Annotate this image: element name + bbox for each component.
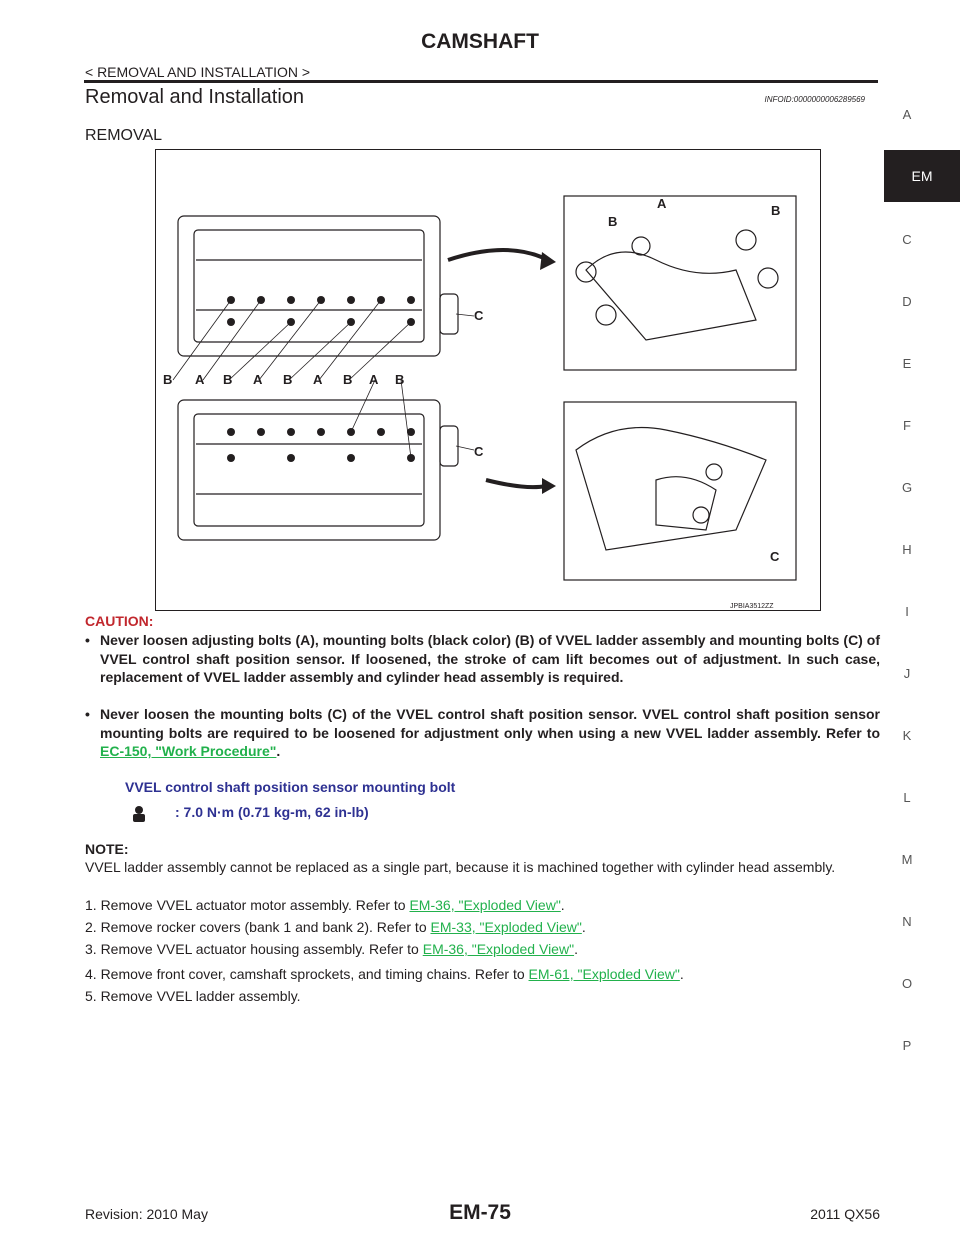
callout-label: A	[195, 372, 205, 387]
step-text: 1. Remove VVEL actuator motor assembly. …	[85, 897, 410, 913]
step-5: 5. Remove VVEL ladder assembly.	[85, 988, 301, 1004]
caution-label: CAUTION:	[85, 613, 154, 629]
step-text: 5. Remove VVEL ladder assembly.	[85, 988, 301, 1004]
arrow-upper	[447, 248, 549, 262]
callout-label: B	[395, 372, 405, 387]
side-tab-letter[interactable]: M	[901, 852, 913, 867]
step-text: 3. Remove VVEL actuator housing assembly…	[85, 941, 423, 957]
callout-label: B	[163, 372, 173, 387]
torque-spec-label: VVEL control shaft position sensor mount…	[125, 779, 456, 795]
figure-illustration	[172, 195, 797, 581]
callout-label: A	[369, 372, 379, 387]
note-text: VVEL ladder assembly cannot be replaced …	[85, 859, 836, 875]
torque-wrench-icon	[128, 803, 150, 825]
inset-label-b: B	[771, 203, 781, 218]
header-rule	[84, 80, 878, 83]
bullet-dot: •	[85, 706, 90, 722]
side-tab-letter[interactable]: P	[902, 1038, 912, 1053]
link-ec-150[interactable]: EC-150, "Work Procedure"	[100, 743, 277, 759]
side-tab-letter[interactable]: D	[902, 294, 912, 309]
step-end: .	[574, 941, 578, 957]
caution-bullet-2-text: Never loosen the mounting bolts (C) of t…	[100, 705, 880, 761]
side-tab-letter[interactable]: H	[902, 542, 912, 557]
step-end: .	[679, 966, 684, 982]
step-link[interactable]: EM-33, "Exploded View"	[430, 919, 582, 935]
step-3: 3. Remove VVEL actuator housing assembly…	[85, 941, 578, 957]
subheading-removal: REMOVAL	[85, 127, 163, 144]
callout-label: B	[343, 372, 353, 387]
camshaft-figure	[155, 149, 821, 611]
side-tab-letter[interactable]: A	[902, 107, 912, 122]
caution-bullet-2: • Never loosen the mounting bolts (C) of…	[85, 705, 880, 761]
side-tab-letter[interactable]: G	[901, 480, 913, 495]
caution-bullet-1: • Never loosen adjusting bolts (A), moun…	[85, 631, 880, 687]
callout-label: A	[253, 372, 263, 387]
step-1: 1. Remove VVEL actuator motor assembly. …	[85, 897, 565, 913]
inset-label-b: B	[608, 214, 618, 229]
torque-spec-value: : 7.0 N·m (0.71 kg-m, 62 in-lb)	[175, 804, 369, 820]
step-link[interactable]: EM-36, "Exploded View"	[422, 941, 575, 957]
side-tab-letter[interactable]: L	[903, 790, 911, 805]
step-end: .	[560, 897, 565, 913]
side-tab-active[interactable]: EM	[884, 150, 960, 202]
footer-page-number: EM-75	[449, 1201, 511, 1224]
step-link[interactable]: EM-61, "Exploded View"	[528, 966, 680, 982]
callout-label: B	[283, 372, 293, 387]
figure-code: JPBIA3512ZZ	[730, 603, 774, 610]
note-label: NOTE:	[85, 841, 129, 857]
caution-bullet-1-text: Never loosen adjusting bolts (A), mounti…	[100, 632, 880, 685]
callout-label: A	[313, 372, 323, 387]
footer-model: 2011 QX56	[810, 1206, 880, 1222]
callout-label-c-lower: C	[474, 444, 484, 459]
step-4: 4. Remove front cover, camshaft sprocket…	[85, 966, 684, 982]
side-tab-letter[interactable]: I	[905, 604, 909, 619]
step-text: 4. Remove front cover, camshaft sprocket…	[85, 966, 529, 982]
step-text: 2. Remove rocker covers (bank 1 and bank…	[85, 919, 431, 935]
inset-label-c: C	[770, 549, 780, 564]
side-tab-letter[interactable]: K	[902, 728, 912, 743]
caution-bullet-2-end: .	[276, 743, 281, 759]
step-end: .	[581, 919, 586, 935]
info-id: INFOID:0000000006289569	[764, 95, 865, 104]
side-tab-letter[interactable]: J	[903, 666, 911, 681]
upper-head-outline	[177, 215, 441, 357]
upper-inset-frame	[563, 195, 797, 371]
step-2: 2. Remove rocker covers (bank 1 and bank…	[85, 919, 586, 935]
callout-label-c-upper: C	[474, 308, 484, 323]
inset-label-a: A	[657, 196, 667, 211]
footer-revision: Revision: 2010 May	[85, 1206, 208, 1222]
bullet-dot: •	[85, 632, 90, 648]
caution-bullet-2-body: Never loosen the mounting bolts (C) of t…	[100, 706, 880, 741]
side-tab-letter[interactable]: C	[902, 232, 912, 247]
side-tab-letter[interactable]: O	[901, 976, 913, 991]
side-tab-letter[interactable]: N	[902, 914, 912, 929]
arrow-lower	[485, 478, 547, 490]
step-link[interactable]: EM-36, "Exploded View"	[409, 897, 561, 913]
section-title: Removal and Installation	[85, 86, 305, 108]
page-header-subtitle: < REMOVAL AND INSTALLATION >	[85, 64, 311, 80]
page-header-title: CAMSHAFT	[421, 30, 539, 53]
lower-inset-frame	[563, 401, 797, 581]
callout-label: B	[223, 372, 233, 387]
side-tab-letter[interactable]: F	[903, 418, 911, 433]
lower-head-outline	[177, 399, 441, 541]
side-tab-letter[interactable]: E	[902, 356, 912, 371]
